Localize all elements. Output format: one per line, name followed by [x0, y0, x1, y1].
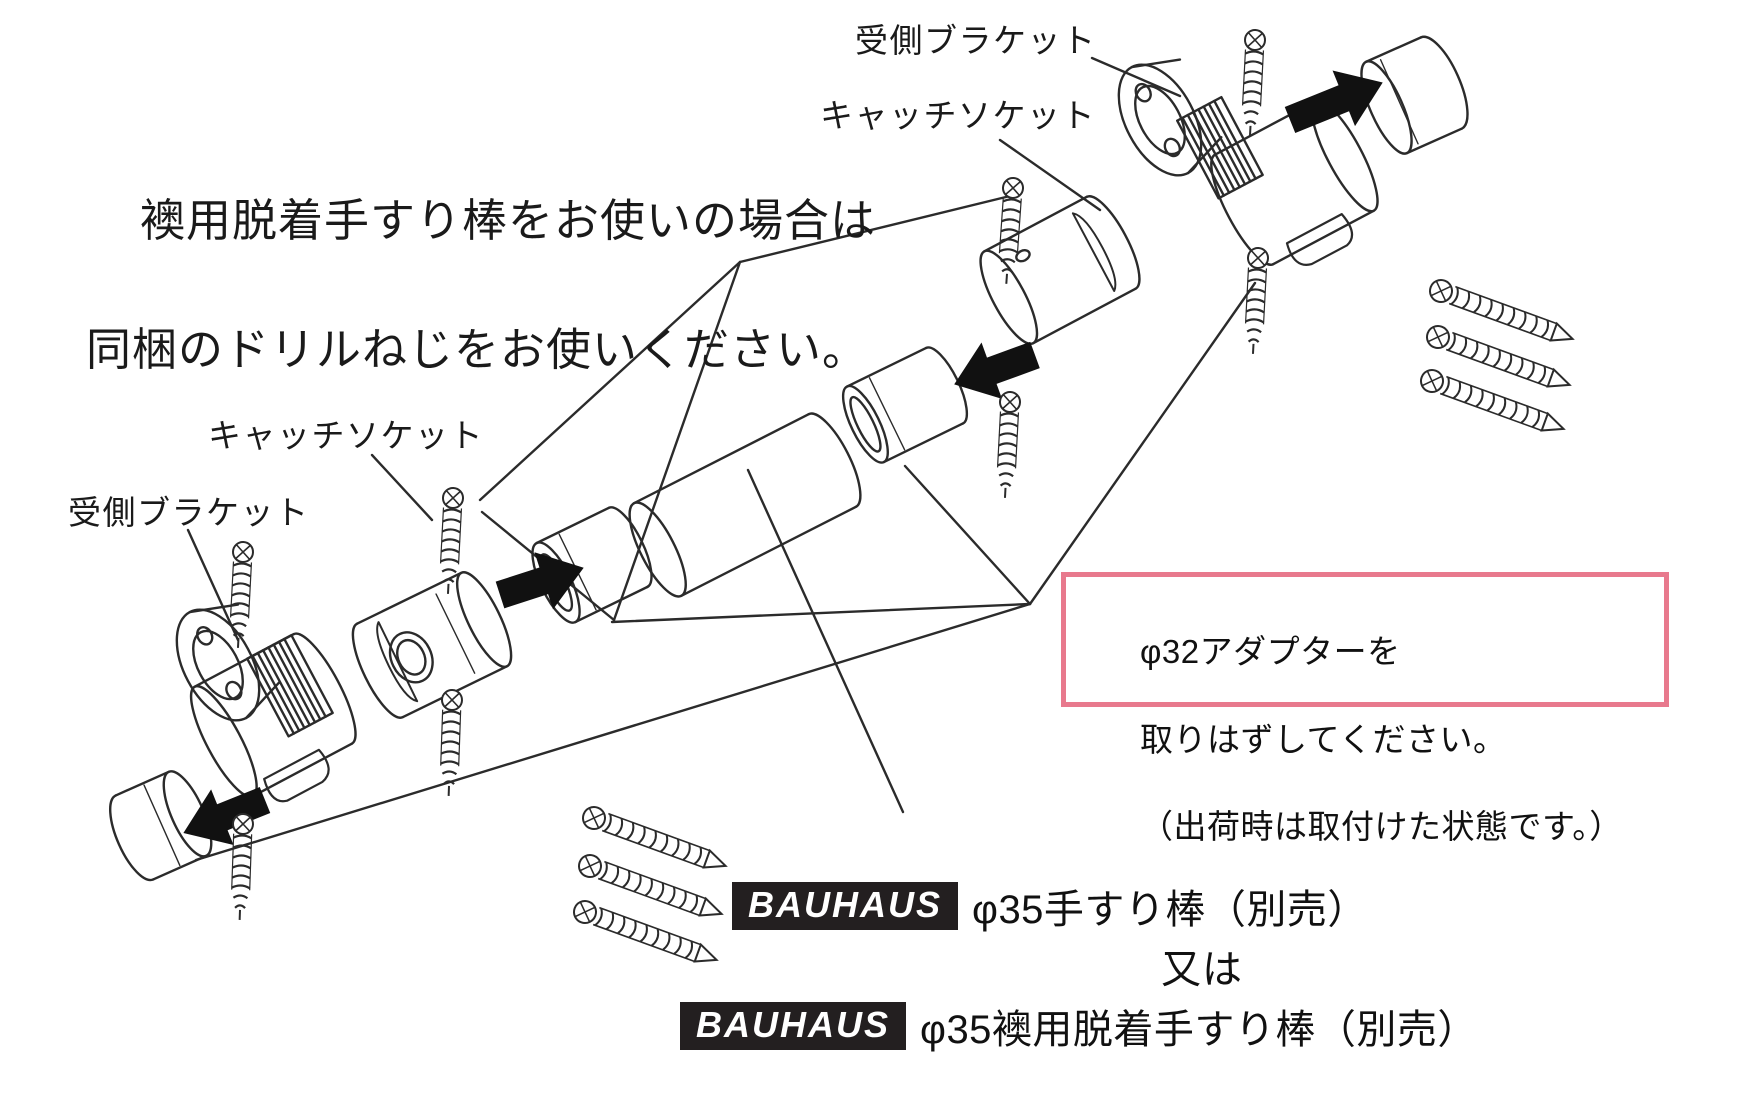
- headline-line-1: 襖用脱着手すり棒をお使いの場合は: [140, 194, 877, 246]
- label-receiver-bracket-top: 受側ブラケット: [855, 22, 1097, 59]
- label-receiver-bracket-left: 受側ブラケット: [68, 494, 310, 531]
- product-name-1: φ35手すり棒（別売）: [972, 888, 1368, 932]
- product-name-2: φ35襖用脱着手すり棒（別売）: [920, 1008, 1478, 1052]
- bauhaus-logo-1: BAUHAUS: [732, 881, 958, 931]
- warning-text: φ32アダプターを 取りはずしてください。 （出荷時は取付けた状態です。）: [1082, 586, 1623, 893]
- warning-line-2: 取りはずしてください。: [1140, 720, 1507, 758]
- warning-line-1: φ32アダプターを: [1140, 632, 1401, 670]
- page-headline: 襖用脱着手すり棒をお使いの場合は 同梱のドリルねじをお使いください。: [86, 134, 876, 494]
- warning-line-3: （出荷時は取付けた状態です。）: [1140, 808, 1623, 846]
- product-reference-block: BAUHAUS φ35手すり棒（別売） 又は BAUHAUS φ35襖用脱着手す…: [680, 876, 1682, 1056]
- assembly-arrows: [183, 70, 1383, 846]
- product-conjunction: 又は: [722, 936, 1682, 996]
- product-line-1: BAUHAUS φ35手すり棒（別売）: [732, 876, 1682, 936]
- headline-line-2: 同梱のドリルねじをお使いください。: [86, 323, 869, 375]
- label-catch-socket-left: キャッチソケット: [208, 417, 484, 454]
- bauhaus-logo-2: BAUHAUS: [680, 1001, 906, 1051]
- label-catch-socket-top: キャッチソケット: [820, 97, 1096, 134]
- conjunction-text: 又は: [1161, 948, 1243, 992]
- warning-callout-box: φ32アダプターを 取りはずしてください。 （出荷時は取付けた状態です。）: [1061, 572, 1669, 845]
- product-line-2: BAUHAUS φ35襖用脱着手すり棒（別売）: [680, 996, 1682, 1056]
